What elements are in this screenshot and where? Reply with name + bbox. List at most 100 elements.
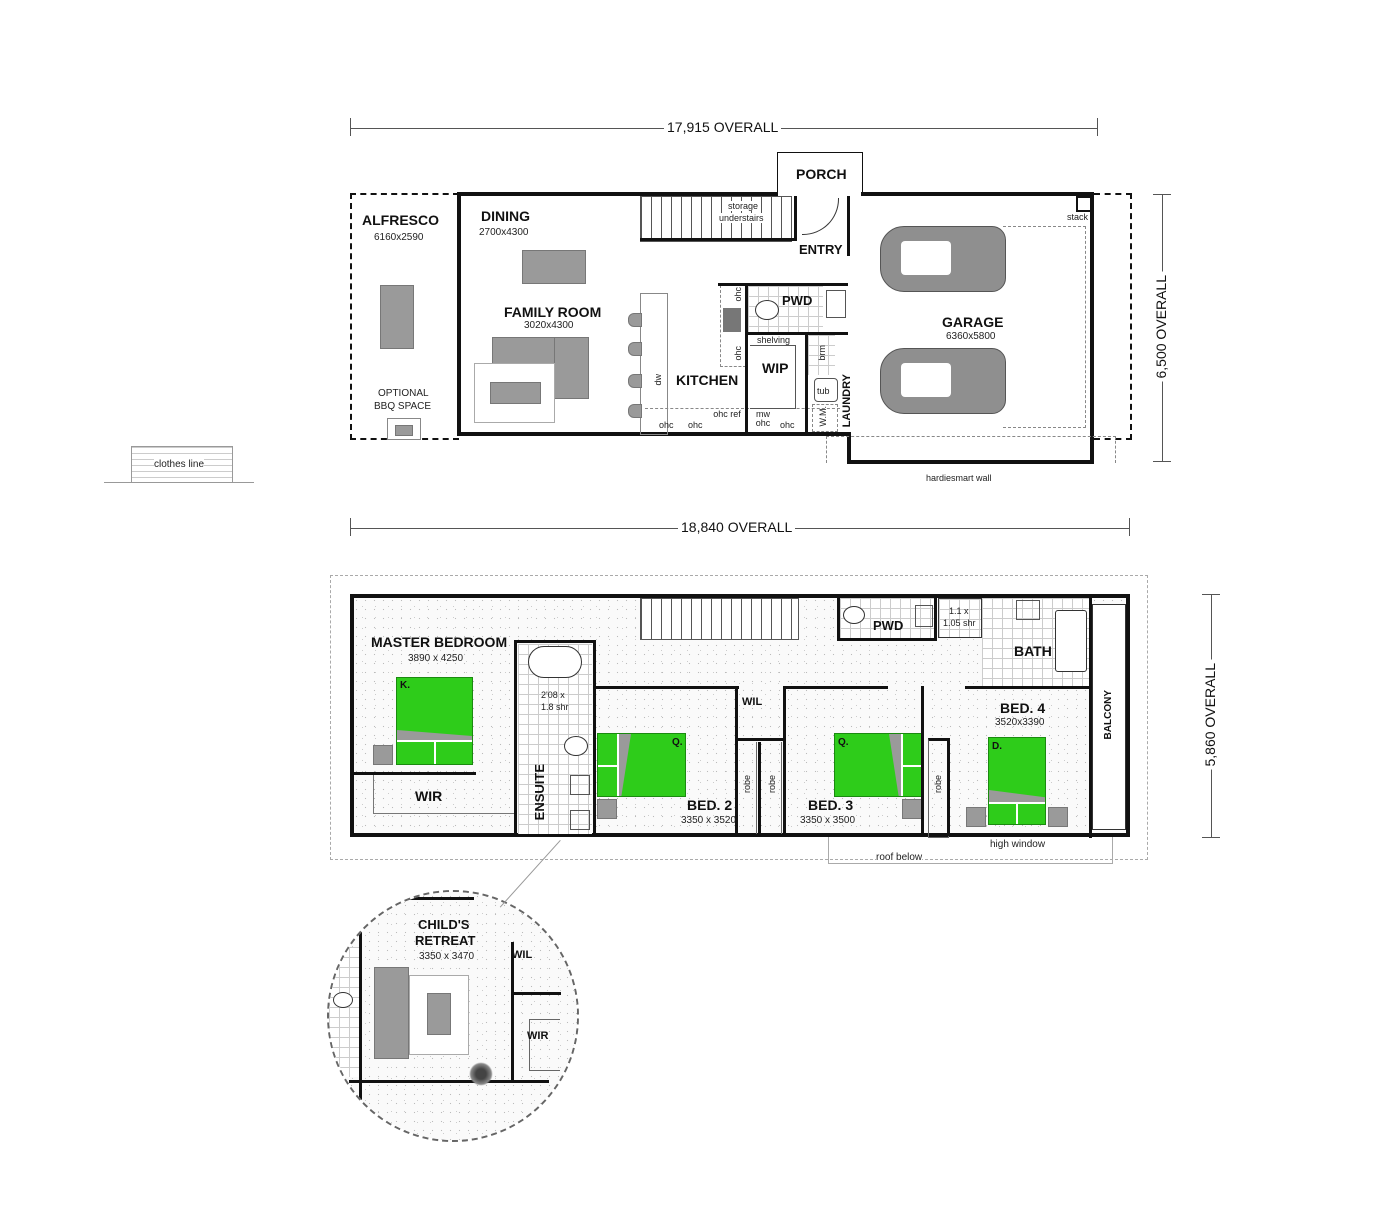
dimension-tick [1129, 518, 1130, 536]
roof-below-label: roof below [876, 852, 923, 863]
shower-size-2: 1.05 shr [943, 618, 976, 628]
first-overall-width: 18,840 OVERALL [678, 519, 796, 535]
dining-table [522, 250, 586, 284]
dimension-tick [1202, 594, 1220, 595]
bed4-size: 3520x3390 [995, 717, 1045, 728]
stack-label: stack [1067, 212, 1089, 222]
staircase [640, 598, 799, 640]
shelving-label: shelving [757, 335, 791, 345]
basin-icon [570, 775, 590, 795]
master-bedroom-label: MASTER BEDROOM [371, 634, 508, 650]
bedside-table [373, 745, 393, 765]
family-room-label: FAMILY ROOM [504, 304, 602, 320]
kitchen-island [640, 293, 668, 435]
storage-label-2: understairs [719, 213, 764, 223]
plant-icon [469, 1062, 493, 1086]
alfresco-size: 6160x2590 [374, 232, 424, 243]
wir-shelving [373, 775, 514, 814]
upper-powder-room [840, 598, 935, 638]
ground-overall-depth: 6,500 OVERALL [1153, 272, 1169, 382]
family-room-size: 3020x4300 [524, 320, 574, 331]
garage-overhang [1094, 193, 1132, 440]
robe-label: robe [742, 775, 752, 794]
ohc-label: ohc [733, 287, 743, 302]
ground-overall-width: 17,915 OVERALL [664, 119, 782, 135]
laundry-floor [808, 335, 835, 375]
sofa [374, 967, 409, 1059]
basin-icon [1016, 600, 1040, 620]
ground-line [104, 482, 254, 483]
ohc-label: ohc [733, 346, 743, 361]
ohc-label: ohc [659, 420, 674, 430]
toilet-icon [755, 300, 779, 320]
kitchen-bench [645, 408, 840, 433]
dimension-tick [1153, 461, 1171, 462]
wip-shelving [750, 345, 796, 409]
stool [628, 313, 642, 327]
cooktop-icon [723, 308, 741, 332]
balcony-label: BALCONY [1103, 690, 1114, 740]
basin-icon [826, 290, 846, 318]
childs-retreat-inset: CHILD'S RETREAT 3350 x 3470 WIL WIR [327, 890, 579, 1142]
toilet-icon [564, 736, 588, 756]
bath-label: BATH [1014, 643, 1052, 659]
garage-size: 6360x5800 [946, 331, 996, 342]
wir-label: WIR [415, 788, 443, 804]
master-bedroom-size: 3890 x 4250 [408, 653, 464, 664]
hardiesmart-wall-outline [826, 436, 1116, 463]
robe [761, 742, 782, 834]
ohc-ref-label: ohc ref [713, 409, 741, 419]
entry-door[interactable] [802, 198, 839, 235]
roof-outline [330, 575, 1148, 860]
dimension-tick [1153, 194, 1171, 195]
upper-pwd-label: PWD [873, 618, 904, 633]
inset-wir-label: WIR [527, 1030, 549, 1042]
hardiesmart-label: hardiesmart wall [926, 473, 992, 483]
queen-bed: Q. [834, 733, 923, 797]
high-window-label: high window [990, 839, 1046, 850]
roof-below-outline [828, 837, 1113, 864]
porch-label: PORCH [796, 166, 847, 182]
robe [739, 742, 757, 834]
ensuite-shower-1: 2'08 x [541, 690, 565, 700]
ohc-label: ohc [688, 420, 703, 430]
entry-label: ENTRY [799, 242, 843, 257]
bed3-label: BED. 3 [808, 797, 854, 813]
rug [474, 363, 555, 423]
bed3-size: 3350 x 3500 [800, 815, 856, 826]
stool [628, 404, 642, 418]
dimension-tick [1202, 837, 1220, 838]
stack-icon [1076, 196, 1092, 212]
sofa-chaise [554, 337, 589, 399]
shower [938, 598, 982, 638]
garage-label: GARAGE [942, 314, 1004, 330]
porch [777, 152, 863, 195]
tub-label: tub [817, 386, 830, 396]
queen-bed: Q. [597, 733, 686, 797]
wm-label: W.M. [818, 406, 828, 427]
ensuite-shower-2: 1.8 shr [541, 702, 569, 712]
king-bed: K. [396, 677, 473, 765]
mw-ohc-label: mw ohc [755, 409, 771, 428]
staircase [640, 196, 792, 242]
bbq-icon [387, 418, 421, 440]
washing-machine [812, 404, 838, 432]
first-overall-depth: 5,860 OVERALL [1202, 660, 1218, 770]
toilet-icon [333, 992, 353, 1008]
dimension-tick [350, 118, 351, 136]
rug [409, 975, 469, 1055]
basin-icon [915, 605, 933, 627]
retreat-label-2: RETREAT [415, 933, 476, 948]
stool [628, 374, 642, 388]
kitchen-label: KITCHEN [676, 372, 739, 388]
bed4-label: BED. 4 [1000, 700, 1046, 716]
pwd-label: PWD [782, 293, 813, 308]
ohc-label: ohc [780, 420, 795, 430]
car-icon [880, 226, 1006, 292]
bedside-table [902, 799, 922, 819]
dining-size: 2700x4300 [479, 227, 529, 238]
double-bed: D. [988, 737, 1046, 825]
bed2-label: BED. 2 [687, 797, 733, 813]
ensuite-label: ENSUITE [532, 764, 547, 821]
laundry-label: LAUNDRY [841, 374, 853, 428]
